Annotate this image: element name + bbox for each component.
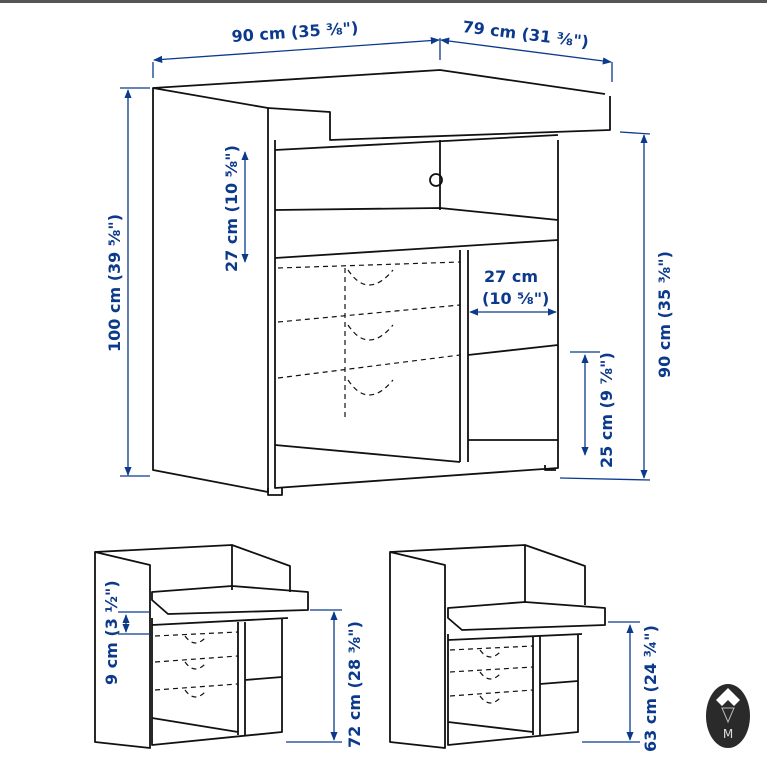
upper-gap-label: 27 cm (10 ⅝") xyxy=(222,145,241,272)
total-height-label: 100 cm (39 ⅝") xyxy=(105,214,124,352)
width-label: 90 cm (35 ⅜") xyxy=(231,18,359,46)
shelf-depth-cm-label: 27 cm xyxy=(484,267,538,286)
variant-right-drawing xyxy=(389,544,606,749)
main-dimension-lines xyxy=(120,36,651,481)
left-height-label: 72 cm (28 ⅜") xyxy=(345,621,364,748)
variant-left-drawing xyxy=(94,544,309,749)
brand-logo: M xyxy=(706,684,750,748)
diamond-flower-logo-icon xyxy=(716,688,740,724)
lower-compartment-label: 25 cm (9 ⅞") xyxy=(597,352,616,468)
top-border xyxy=(0,0,767,3)
shelf-depth-in-label: (10 ⅝") xyxy=(482,289,549,308)
logo-letter: M xyxy=(723,727,733,741)
main-unit-drawing xyxy=(152,69,611,496)
depth-label: 79 cm (31 ⅜") xyxy=(462,17,590,51)
right-height-label: 63 cm (24 ¾") xyxy=(641,625,660,752)
left-top-offset-label: 9 cm (3 ½") xyxy=(102,580,121,685)
table-height-label: 90 cm (35 ⅜") xyxy=(655,251,674,378)
